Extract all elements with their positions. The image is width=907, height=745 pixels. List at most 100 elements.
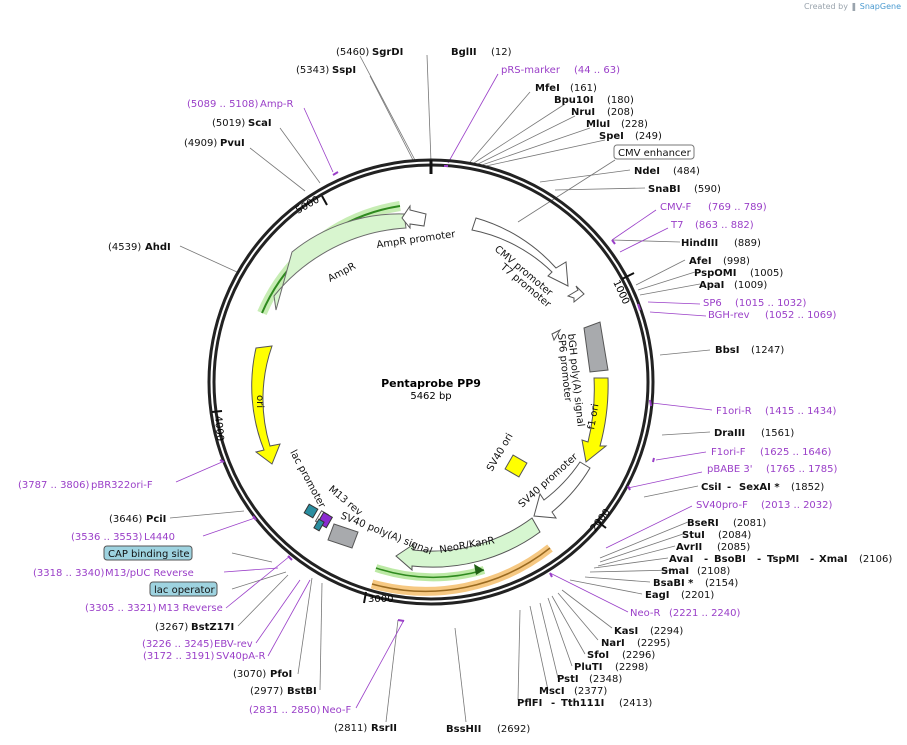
site-pos-stui: (2084)	[718, 530, 751, 541]
site-pos-hindiii: (889)	[734, 238, 761, 249]
site-name-mlui: MluI	[586, 119, 610, 130]
site-pos-xmai: (2106)	[859, 554, 892, 565]
site-pos-pfoi: (3070)	[233, 669, 266, 680]
site-name-pspomi: PspOMI	[694, 268, 736, 279]
primer-name-sv40pa-r: SV40pA-R	[216, 651, 265, 662]
site-name-rsrii: RsrII	[371, 723, 397, 734]
site-name-stui: StuI	[682, 530, 705, 541]
site-pos-mlui: (228)	[621, 119, 648, 130]
cap-binding-label: CAP binding site	[108, 549, 190, 560]
plasmid-length: 5462 bp	[410, 391, 451, 402]
site-dash-3: -	[810, 554, 814, 565]
site-dash-csii: -	[727, 482, 731, 493]
primer-name-pbabe3: pBABE 3'	[707, 464, 753, 475]
primer-name-neo-r: Neo-R	[630, 608, 661, 619]
site-name-bsabi: BsaBI *	[653, 578, 694, 589]
primer-name-prs-marker: pRS-marker	[501, 65, 561, 76]
cmv-promoter-arrow	[471, 217, 569, 287]
primer-range-f1ori-r: (1415 .. 1434)	[765, 406, 837, 417]
primer-range-bgh-rev: (1052 .. 1069)	[765, 310, 837, 321]
site-name-sgrdi: SgrDI	[372, 47, 403, 58]
primer-range-m13-reverse: (3305 .. 3321)	[85, 603, 157, 614]
sv40-polya-block	[327, 523, 359, 549]
site-dash-1: -	[704, 554, 708, 565]
site-name-msci: MscI	[539, 686, 565, 697]
site-pos-scai: (5019)	[212, 118, 245, 129]
primer-name-f1ori-r: F1ori-R	[716, 406, 752, 417]
ampr-promoter-label: AmpR promoter	[376, 229, 457, 251]
primer-name-bgh-rev: BGH-rev	[708, 310, 750, 321]
sp6-promoter-arrow	[551, 328, 562, 342]
tick-marks	[211, 195, 635, 604]
site-pos-kasi: (2294)	[650, 626, 683, 637]
primer-name-sp6: SP6	[703, 298, 722, 309]
site-pos-apai: (1009)	[734, 280, 767, 291]
site-pos-sspi: (5343)	[296, 65, 329, 76]
site-pos-bpu10i: (180)	[607, 95, 634, 106]
sv40-promoter-arrow	[533, 461, 591, 519]
site-pos-sfoi: (2296)	[622, 650, 655, 661]
site-name-nrui: NruI	[571, 107, 595, 118]
site-pos-bseri: (2081)	[733, 518, 766, 529]
snapgene-logo-icon: ❚	[850, 2, 858, 11]
site-name-snabi: SnaBI	[648, 184, 680, 195]
site-name-draiii: DraIII	[714, 428, 745, 439]
site-name-afei: AfeI	[689, 256, 712, 267]
site-pos-nrui: (208)	[607, 107, 634, 118]
snapgene-credit: Created by ❚ SnapGene	[804, 2, 901, 11]
primer-range-l4440: (3536 .. 3553)	[71, 532, 143, 543]
site-name-csii: CsiI	[701, 482, 721, 493]
neo-orange-line	[371, 547, 551, 593]
site-name-pvui: PvuI	[220, 138, 245, 149]
site-name-kasi: KasI	[614, 626, 638, 637]
site-pos-tth111i: (2413)	[619, 698, 652, 709]
cap-binding-box	[103, 545, 193, 561]
site-name-sfoi: SfoI	[587, 650, 609, 661]
primer-range-cmv-f: (769 .. 789)	[708, 202, 767, 213]
f1-ori-label: f1 ori	[586, 403, 601, 431]
site-name-mfei: MfeI	[535, 83, 560, 94]
site-dash-4: -	[551, 698, 555, 709]
site-name-smai: SmaI	[661, 566, 689, 577]
site-pos-eagi: (2201)	[681, 590, 714, 601]
bgh-polya-block	[583, 321, 609, 373]
site-name-pcii: PciI	[146, 514, 166, 525]
site-pos-draiii: (1561)	[761, 428, 794, 439]
primer-range-t7: (863 .. 882)	[695, 220, 754, 231]
primer-leaders	[175, 73, 713, 709]
primer-name-m13puc: M13/pUC Reverse	[105, 568, 194, 579]
site-name-ahdi: AhdI	[145, 242, 171, 253]
tick-label-2000: 2000	[589, 507, 613, 534]
tick-label-4000: 4000	[212, 415, 225, 441]
primer-range-neo-f: (2831 .. 2850)	[249, 705, 321, 716]
primer-name-sv40pro-f: SV40pro-F	[696, 500, 748, 511]
site-pos-pluti: (2298)	[615, 662, 648, 673]
site-name-eagi: EagI	[645, 590, 669, 601]
ampr-promoter-arrow	[401, 204, 427, 230]
site-name-apai: ApaI	[699, 280, 724, 291]
site-pos-sexai: (1852)	[791, 482, 824, 493]
site-pos-ahdi: (4539)	[108, 242, 141, 253]
ori-label: ori	[254, 395, 265, 408]
site-pos-besshii: (2692)	[497, 724, 530, 735]
lac-promoter-label: lac promoter	[287, 448, 327, 510]
site-pos-nari: (2295)	[637, 638, 670, 649]
site-name-nari: NarI	[601, 638, 625, 649]
site-name-bsobi: BsoBI	[714, 554, 746, 565]
primer-range-pbr322ori-f: (3787 .. 3806)	[18, 480, 90, 491]
site-pos-mfei: (161)	[570, 83, 597, 94]
site-name-ndei: NdeI	[634, 166, 660, 177]
site-name-sspi: SspI	[332, 65, 356, 76]
site-name-hindiii: HindIII	[681, 238, 718, 249]
neor-arrow	[395, 517, 541, 572]
site-name-bseri: BseRI	[687, 518, 719, 529]
credit-prefix: Created by	[803, 2, 848, 11]
site-name-psti: PstI	[557, 674, 579, 685]
site-pos-snabi: (590)	[694, 184, 721, 195]
lac-operator-mini	[313, 518, 325, 532]
sv40-ori-block	[504, 454, 528, 478]
site-pos-bglii: (12)	[491, 47, 512, 58]
site-name-pfoi: PfoI	[270, 669, 292, 680]
site-name-pluti: PluTI	[574, 662, 602, 673]
f1-ori-arrow	[581, 377, 609, 463]
